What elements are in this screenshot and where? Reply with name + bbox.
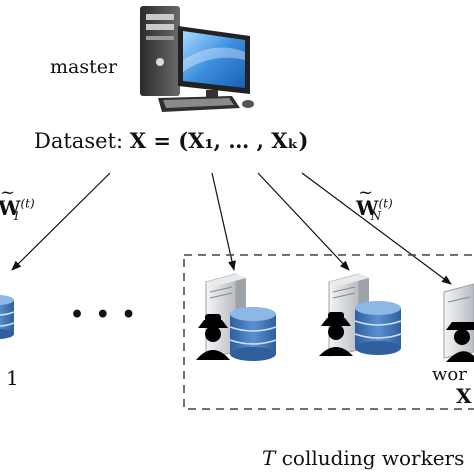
edge-label-w1-base: W bbox=[0, 196, 21, 220]
worker-n-partial bbox=[443, 283, 474, 362]
edge-label-w1-sub: 1 bbox=[12, 209, 21, 223]
edge-label-w1-sup: (t) bbox=[20, 196, 35, 211]
desktop-computer-icon bbox=[140, 6, 254, 112]
edge-arrow-to-worker-n bbox=[301, 172, 452, 285]
edge-arrow-to-colluding-worker-a bbox=[211, 172, 236, 271]
colluding-group-box bbox=[183, 254, 474, 410]
database-icon bbox=[229, 307, 277, 361]
master-label: master bbox=[50, 56, 118, 78]
edge-arrow-to-worker-1 bbox=[11, 172, 111, 271]
dataset-label: Dataset: X = (X₁, … , Xₖ) bbox=[34, 128, 308, 153]
edge-label-w1: ~W(t)1 bbox=[0, 182, 35, 223]
server-icon bbox=[443, 283, 474, 359]
database-icon bbox=[0, 295, 15, 339]
dataset-prefix: Dataset: bbox=[34, 129, 130, 153]
database-icon bbox=[354, 301, 402, 355]
spy-icon bbox=[446, 322, 474, 362]
spy-icon bbox=[196, 314, 230, 360]
edge-label-wn-sub: N bbox=[370, 209, 382, 223]
edge-label-wn: ~W(t)N bbox=[356, 182, 393, 223]
worker-n-label-partial: wor bbox=[432, 364, 467, 385]
colluding-caption-var: T bbox=[262, 446, 276, 470]
worker-ellipsis: • • • bbox=[70, 302, 138, 328]
colluding-caption: T colluding workers bbox=[262, 446, 464, 470]
worker-1-index: 1 bbox=[6, 366, 19, 390]
colluding-caption-text: colluding workers bbox=[275, 446, 465, 470]
edge-label-wn-base: W bbox=[356, 196, 379, 220]
edge-label-wn-sup: (t) bbox=[378, 196, 393, 211]
spy-icon bbox=[319, 312, 353, 356]
colluding-worker-b bbox=[319, 273, 402, 357]
dataset-expression: X = (X₁, … , Xₖ) bbox=[129, 128, 309, 153]
edge-arrow-to-colluding-worker-b bbox=[257, 172, 350, 271]
colluding-worker-a bbox=[196, 273, 277, 361]
worker-n-symbol-partial: X bbox=[456, 384, 472, 408]
